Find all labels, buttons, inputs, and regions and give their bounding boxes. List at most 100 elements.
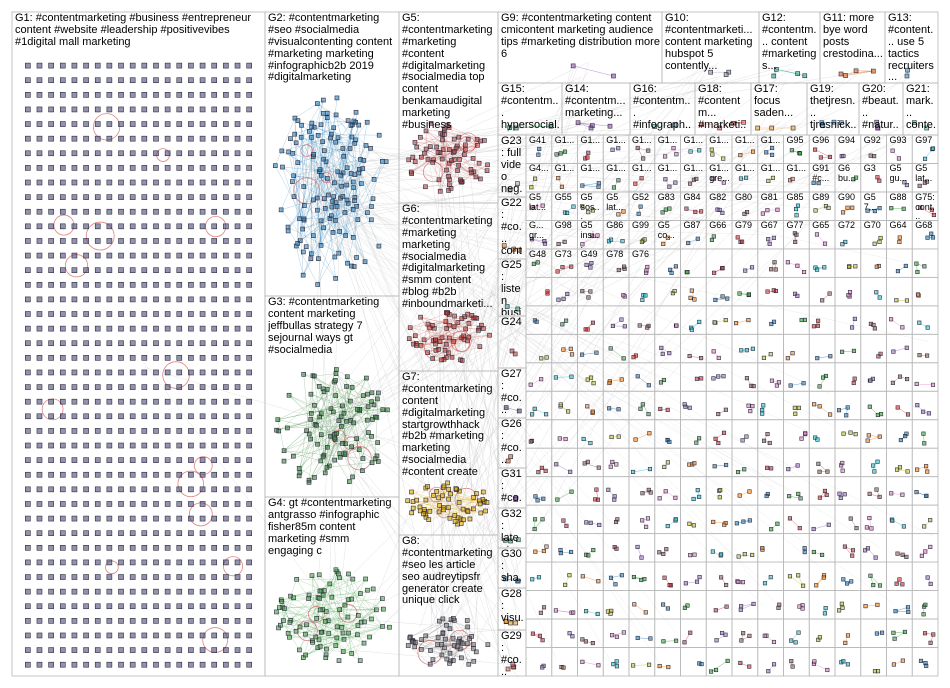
- node: [223, 238, 229, 244]
- edge: [448, 164, 488, 191]
- edge: [294, 118, 298, 244]
- small-cell-border: [680, 647, 707, 677]
- node: [299, 123, 304, 128]
- self-loop: [293, 177, 321, 205]
- edge: [354, 205, 511, 573]
- edge: [335, 168, 836, 427]
- node: [683, 581, 688, 586]
- node: [129, 647, 136, 653]
- edge: [310, 393, 368, 421]
- node: [141, 106, 148, 113]
- node: [118, 457, 124, 463]
- edge: [323, 139, 356, 160]
- node: [843, 640, 848, 645]
- node: [141, 296, 148, 303]
- node: [560, 265, 565, 270]
- node: [188, 544, 194, 551]
- node: [94, 457, 101, 463]
- node: [529, 185, 534, 190]
- node: [83, 238, 89, 244]
- node: [540, 517, 545, 522]
- node: [930, 382, 936, 387]
- node: [639, 577, 644, 583]
- node: [211, 194, 218, 200]
- node: [446, 486, 451, 492]
- node: [333, 200, 339, 205]
- node: [768, 575, 773, 580]
- node: [725, 296, 730, 301]
- node: [895, 551, 900, 556]
- node: [246, 179, 252, 186]
- node: [83, 121, 89, 127]
- node: [199, 281, 206, 288]
- node: [530, 577, 535, 582]
- node: [306, 596, 311, 601]
- node: [318, 458, 324, 464]
- node: [246, 384, 252, 390]
- node: [164, 501, 171, 507]
- node: [211, 311, 218, 317]
- node: [281, 618, 286, 623]
- edge: [276, 409, 388, 431]
- edge: [323, 578, 366, 596]
- cell-g20-border: [858, 82, 904, 136]
- node: [246, 194, 252, 200]
- node: [129, 296, 136, 303]
- node: [545, 289, 550, 294]
- node: [688, 553, 693, 558]
- node: [647, 467, 653, 472]
- edge: [323, 208, 326, 228]
- node: [59, 238, 66, 244]
- node: [188, 442, 194, 449]
- node: [188, 296, 194, 303]
- node: [106, 588, 113, 595]
- node: [83, 223, 89, 230]
- node: [926, 411, 931, 416]
- node: [246, 369, 252, 376]
- node: [360, 393, 366, 398]
- node: [234, 588, 241, 595]
- node: [48, 281, 54, 288]
- node: [329, 204, 335, 210]
- node: [164, 632, 171, 639]
- edge: [337, 72, 589, 392]
- node: [129, 311, 136, 317]
- node: [931, 632, 936, 637]
- node: [351, 185, 356, 190]
- node: [141, 208, 148, 215]
- edge: [817, 355, 831, 359]
- node: [770, 152, 775, 157]
- small-cell-border: [731, 504, 759, 535]
- node: [584, 520, 589, 525]
- node: [211, 150, 218, 157]
- node: [59, 311, 66, 317]
- node: [36, 252, 43, 259]
- node: [290, 151, 296, 156]
- node: [141, 574, 148, 580]
- node: [59, 77, 66, 84]
- node: [25, 413, 31, 420]
- edge: [317, 166, 647, 451]
- node: [820, 123, 826, 129]
- node: [199, 340, 206, 347]
- node: [25, 428, 31, 434]
- node: [385, 407, 390, 413]
- node: [431, 493, 436, 498]
- node: [895, 269, 900, 274]
- node: [442, 645, 447, 651]
- node: [720, 265, 725, 271]
- node: [71, 632, 78, 639]
- node: [94, 194, 101, 200]
- edge: [361, 218, 580, 502]
- node: [199, 647, 206, 653]
- edge: [336, 462, 519, 678]
- node: [842, 544, 847, 549]
- node: [106, 325, 113, 332]
- node: [816, 461, 821, 466]
- node: [141, 62, 148, 69]
- edge: [297, 137, 302, 244]
- node: [840, 460, 845, 466]
- node: [351, 420, 356, 426]
- node: [434, 489, 440, 494]
- node: [83, 369, 89, 376]
